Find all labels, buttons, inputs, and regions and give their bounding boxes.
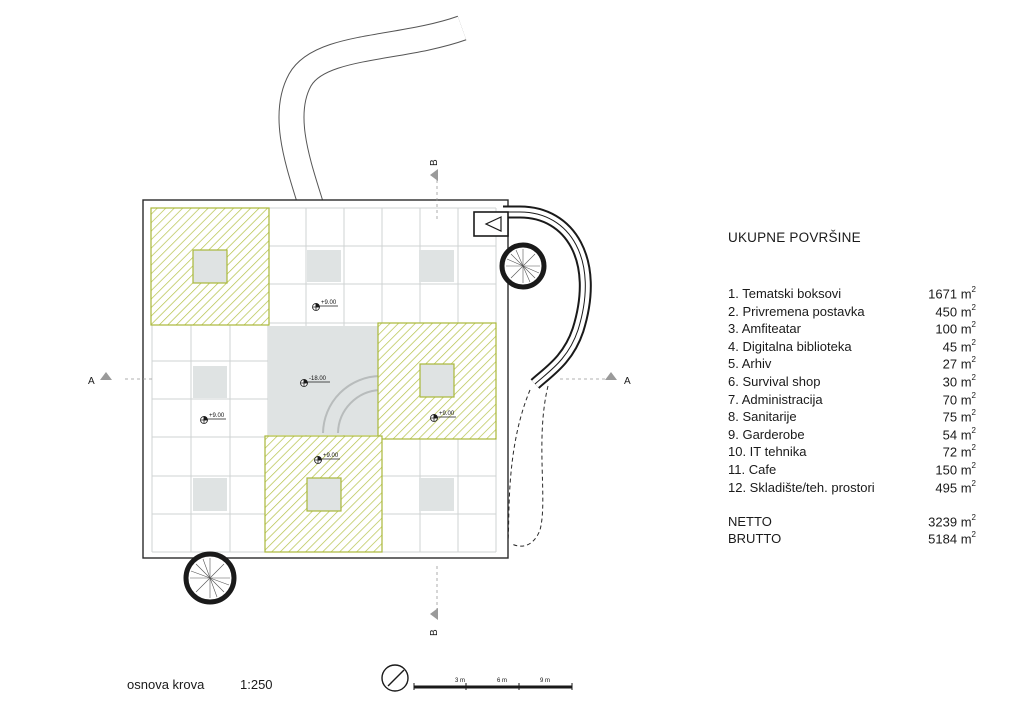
area-row: 1. Tematski boksovi 1671 m2 (728, 285, 976, 304)
wheel-top-right (499, 242, 547, 290)
drawing-title: osnova krova (127, 677, 205, 692)
total-name: BRUTTO (728, 531, 782, 546)
room-area: 495 m2 (935, 479, 976, 496)
area-row: 3. Amfiteatar 100 m2 (728, 320, 976, 339)
dashed-path (507, 385, 549, 547)
room-area: 1671 m2 (928, 285, 976, 302)
elevation-label: +9.00 (323, 453, 339, 459)
room-area: 75 m2 (942, 408, 976, 425)
area-row: 7. Administracija 70 m2 (728, 391, 976, 410)
drawing-scale: 1:250 (240, 677, 273, 692)
area-row: 6. Survival shop 30 m2 (728, 373, 976, 392)
room-name: 8. Sanitarije (728, 409, 797, 424)
total-name: NETTO (728, 514, 772, 529)
grey-voids (193, 250, 454, 511)
north-arrow-icon (381, 664, 409, 692)
skylights (192, 249, 455, 512)
room-area: 45 m2 (942, 338, 976, 355)
room-name: 9. Garderobe (728, 427, 805, 442)
total-row-netto: NETTO 3239 m2 (728, 513, 976, 532)
room-name: 12. Skladište/teh. prostori (728, 480, 875, 495)
section-mark-a-left: A (88, 376, 95, 387)
area-row: 10. IT tehnika 72 m2 (728, 443, 976, 462)
area-row: 9. Garderobe 54 m2 (728, 426, 976, 445)
room-name: 3. Amfiteatar (728, 321, 801, 336)
section-lines (125, 180, 605, 612)
room-name: 4. Digitalna biblioteka (728, 339, 852, 354)
room-name: 1. Tematski boksovi (728, 286, 842, 301)
room-area: 150 m2 (935, 461, 976, 478)
scale-bar (413, 683, 573, 690)
room-name: 7. Administracija (728, 392, 823, 407)
elevation-markers (200, 303, 456, 464)
room-name: 6. Survival shop (728, 374, 821, 389)
amphitheatre-steps (322, 375, 381, 434)
room-area: 450 m2 (935, 303, 976, 320)
section-mark-b-top: B (429, 159, 440, 166)
area-row: 4. Digitalna biblioteka 45 m2 (728, 338, 976, 357)
area-summary-title: UKUPNE POVRŠINE (728, 230, 861, 245)
room-area: 100 m2 (935, 320, 976, 337)
room-area: 30 m2 (942, 373, 976, 390)
section-mark-a-right: A (624, 376, 631, 387)
room-area: 72 m2 (942, 443, 976, 460)
elevation-label: +9.00 (209, 413, 225, 419)
total-row-brutto: BRUTTO 5184 m2 (728, 530, 976, 549)
scale-tick-label: 3 m (455, 678, 465, 684)
elevation-label: +9.00 (439, 411, 455, 417)
elevation-label: -18.00 (309, 376, 327, 382)
area-row: 11. Cafe 150 m2 (728, 461, 976, 480)
room-area: 54 m2 (942, 426, 976, 443)
area-row: 8. Sanitarije 75 m2 (728, 408, 976, 427)
room-area: 70 m2 (942, 391, 976, 408)
section-mark-b-bottom: B (429, 629, 440, 636)
area-row: 2. Privremena postavka 450 m2 (728, 303, 976, 322)
scale-tick-label: 6 m (497, 678, 507, 684)
elevation-label: +9.00 (321, 300, 337, 306)
room-name: 2. Privremena postavka (728, 304, 865, 319)
room-name: 11. Cafe (728, 462, 777, 477)
section-arrows (100, 169, 617, 620)
room-name: 5. Arhiv (728, 356, 772, 371)
scale-tick-label: 9 m (540, 678, 550, 684)
total-area: 5184 m2 (928, 530, 976, 547)
total-area: 3239 m2 (928, 513, 976, 530)
spiral-ramp (473, 205, 592, 389)
area-row: 12. Skladište/teh. prostori 495 m2 (728, 479, 976, 498)
entry-ramp (278, 15, 467, 226)
area-row: 5. Arhiv 27 m2 (728, 355, 976, 374)
wheel-bottom-left (183, 551, 237, 605)
room-name: 10. IT tehnika (728, 444, 807, 459)
room-area: 27 m2 (942, 355, 976, 372)
